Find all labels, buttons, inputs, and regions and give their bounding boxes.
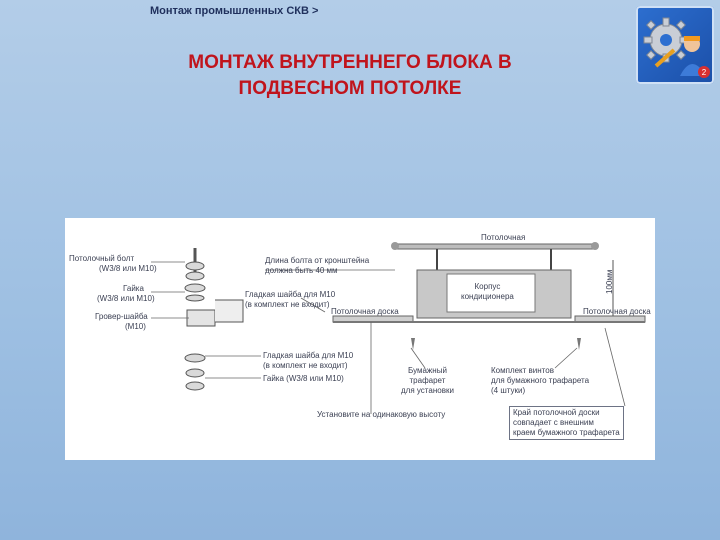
label-screw-kit: Комплект винтов для бумажного трафарета … bbox=[491, 366, 590, 395]
label-ceiling-board-right: Потолочная доска bbox=[583, 307, 651, 316]
logo: 2 bbox=[636, 6, 714, 84]
gear-wrench-worker-icon: 2 bbox=[643, 17, 710, 78]
logo-badge: 2 bbox=[702, 68, 707, 77]
diagram-drawing bbox=[151, 242, 646, 414]
label-same-height: Установите на одинаковую высоту bbox=[317, 410, 446, 419]
label-paper-template: Бумажный трафарет для установки bbox=[401, 366, 454, 395]
page-title: МОНТАЖ ВНУТРЕННЕГО БЛОКА В ПОДВЕСНОМ ПОТ… bbox=[120, 50, 580, 102]
label-flat-washer: Гладкая шайба для M10 (в комплект не вхо… bbox=[245, 290, 336, 309]
breadcrumb[interactable]: Монтаж промышленных СКВ > bbox=[150, 5, 319, 17]
label-edge-note: Край потолочной доски совпадает с внешни… bbox=[509, 406, 624, 440]
label-ceiling-bolt: Потолочный болт (W3/8 или M10) bbox=[69, 254, 157, 273]
label-bolt-length: Длина болта от кронштейна должна быть 40… bbox=[265, 256, 370, 275]
label-spring-washer: Гровер-шайба (M10) bbox=[95, 312, 148, 331]
label-100mm: 100мм bbox=[605, 269, 614, 294]
label-nut: Гайка (W3/8 или M10) bbox=[97, 284, 155, 303]
bolt-parts-icon bbox=[184, 248, 216, 391]
label-ceiling-board-left: Потолочная доска bbox=[331, 307, 399, 316]
label-flat-washer-2: Гладкая шайба для M10 (в комплект не вхо… bbox=[263, 351, 354, 370]
title-line-2: ПОДВЕСНОМ ПОТОЛКЕ bbox=[238, 78, 462, 99]
label-ceiling-top: Потолочная bbox=[481, 233, 526, 242]
installation-diagram: Потолочный болт (W3/8 или M10) Гайка (W3… bbox=[65, 218, 655, 460]
label-unit-body: Корпус кондиционера bbox=[461, 282, 514, 301]
title-line-1: МОНТАЖ ВНУТРЕННЕГО БЛОКА В bbox=[188, 52, 512, 73]
label-nut-2: Гайка (W3/8 или M10) bbox=[263, 374, 344, 383]
